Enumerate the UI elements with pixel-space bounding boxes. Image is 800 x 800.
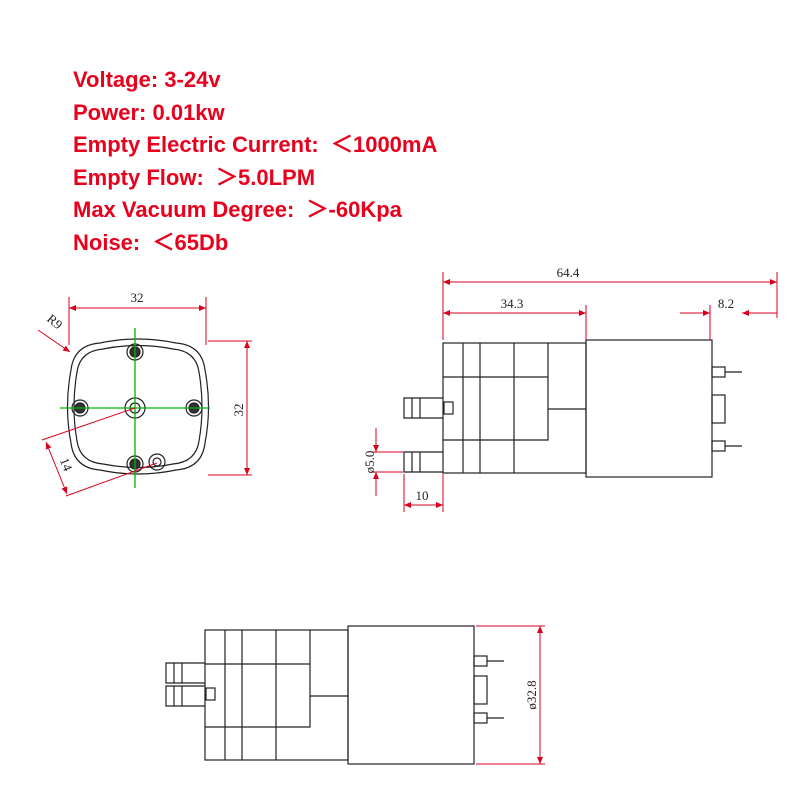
front-height-dimension: 32 [231,404,246,417]
side-nozzle-length-dimension: 10 [416,488,429,503]
front-view-body [66,338,210,475]
front-view-dimensions [37,297,252,497]
bottom-motor-diameter-dimension: ø32.8 [524,680,539,709]
bottom-view-body [165,625,504,765]
spec-max-vacuum: Max Vacuum Degree: ＞-60Kpa [73,197,402,222]
side-length-dimension: 64.4 [557,265,580,280]
side-nozzle-diameter-dimension: ø5.0 [362,451,377,474]
side-head-dimension: 34.3 [501,296,524,311]
spec-voltage: Voltage: 3-24v [73,67,221,92]
front-width-dimension: 32 [131,290,144,305]
bottom-view-dimensions [476,625,545,765]
front-view: 32 32 R9 14 [37,290,252,497]
side-view-body [403,339,742,478]
side-terminal-dimension: 8.2 [718,296,734,311]
side-view: 64.4 34.3 8.2 ø5.0 10 [362,265,778,512]
front-radius-dimension: R9 [44,311,65,332]
spec-empty-flow: Empty Flow: ＞5.0LPM [73,164,316,190]
spec-list: Voltage: 3-24v Power: 0.01kw Empty Elect… [73,64,437,259]
front-hole-dimension: 14 [57,455,76,473]
side-view-dimensions [372,272,778,512]
spec-empty-current: Empty Electric Current: ＜1000mA [73,132,438,157]
spec-noise: Noise: ＜65Db [73,229,229,255]
bottom-view: ø32.8 [165,625,545,765]
spec-power: Power: 0.01kw [73,99,225,125]
